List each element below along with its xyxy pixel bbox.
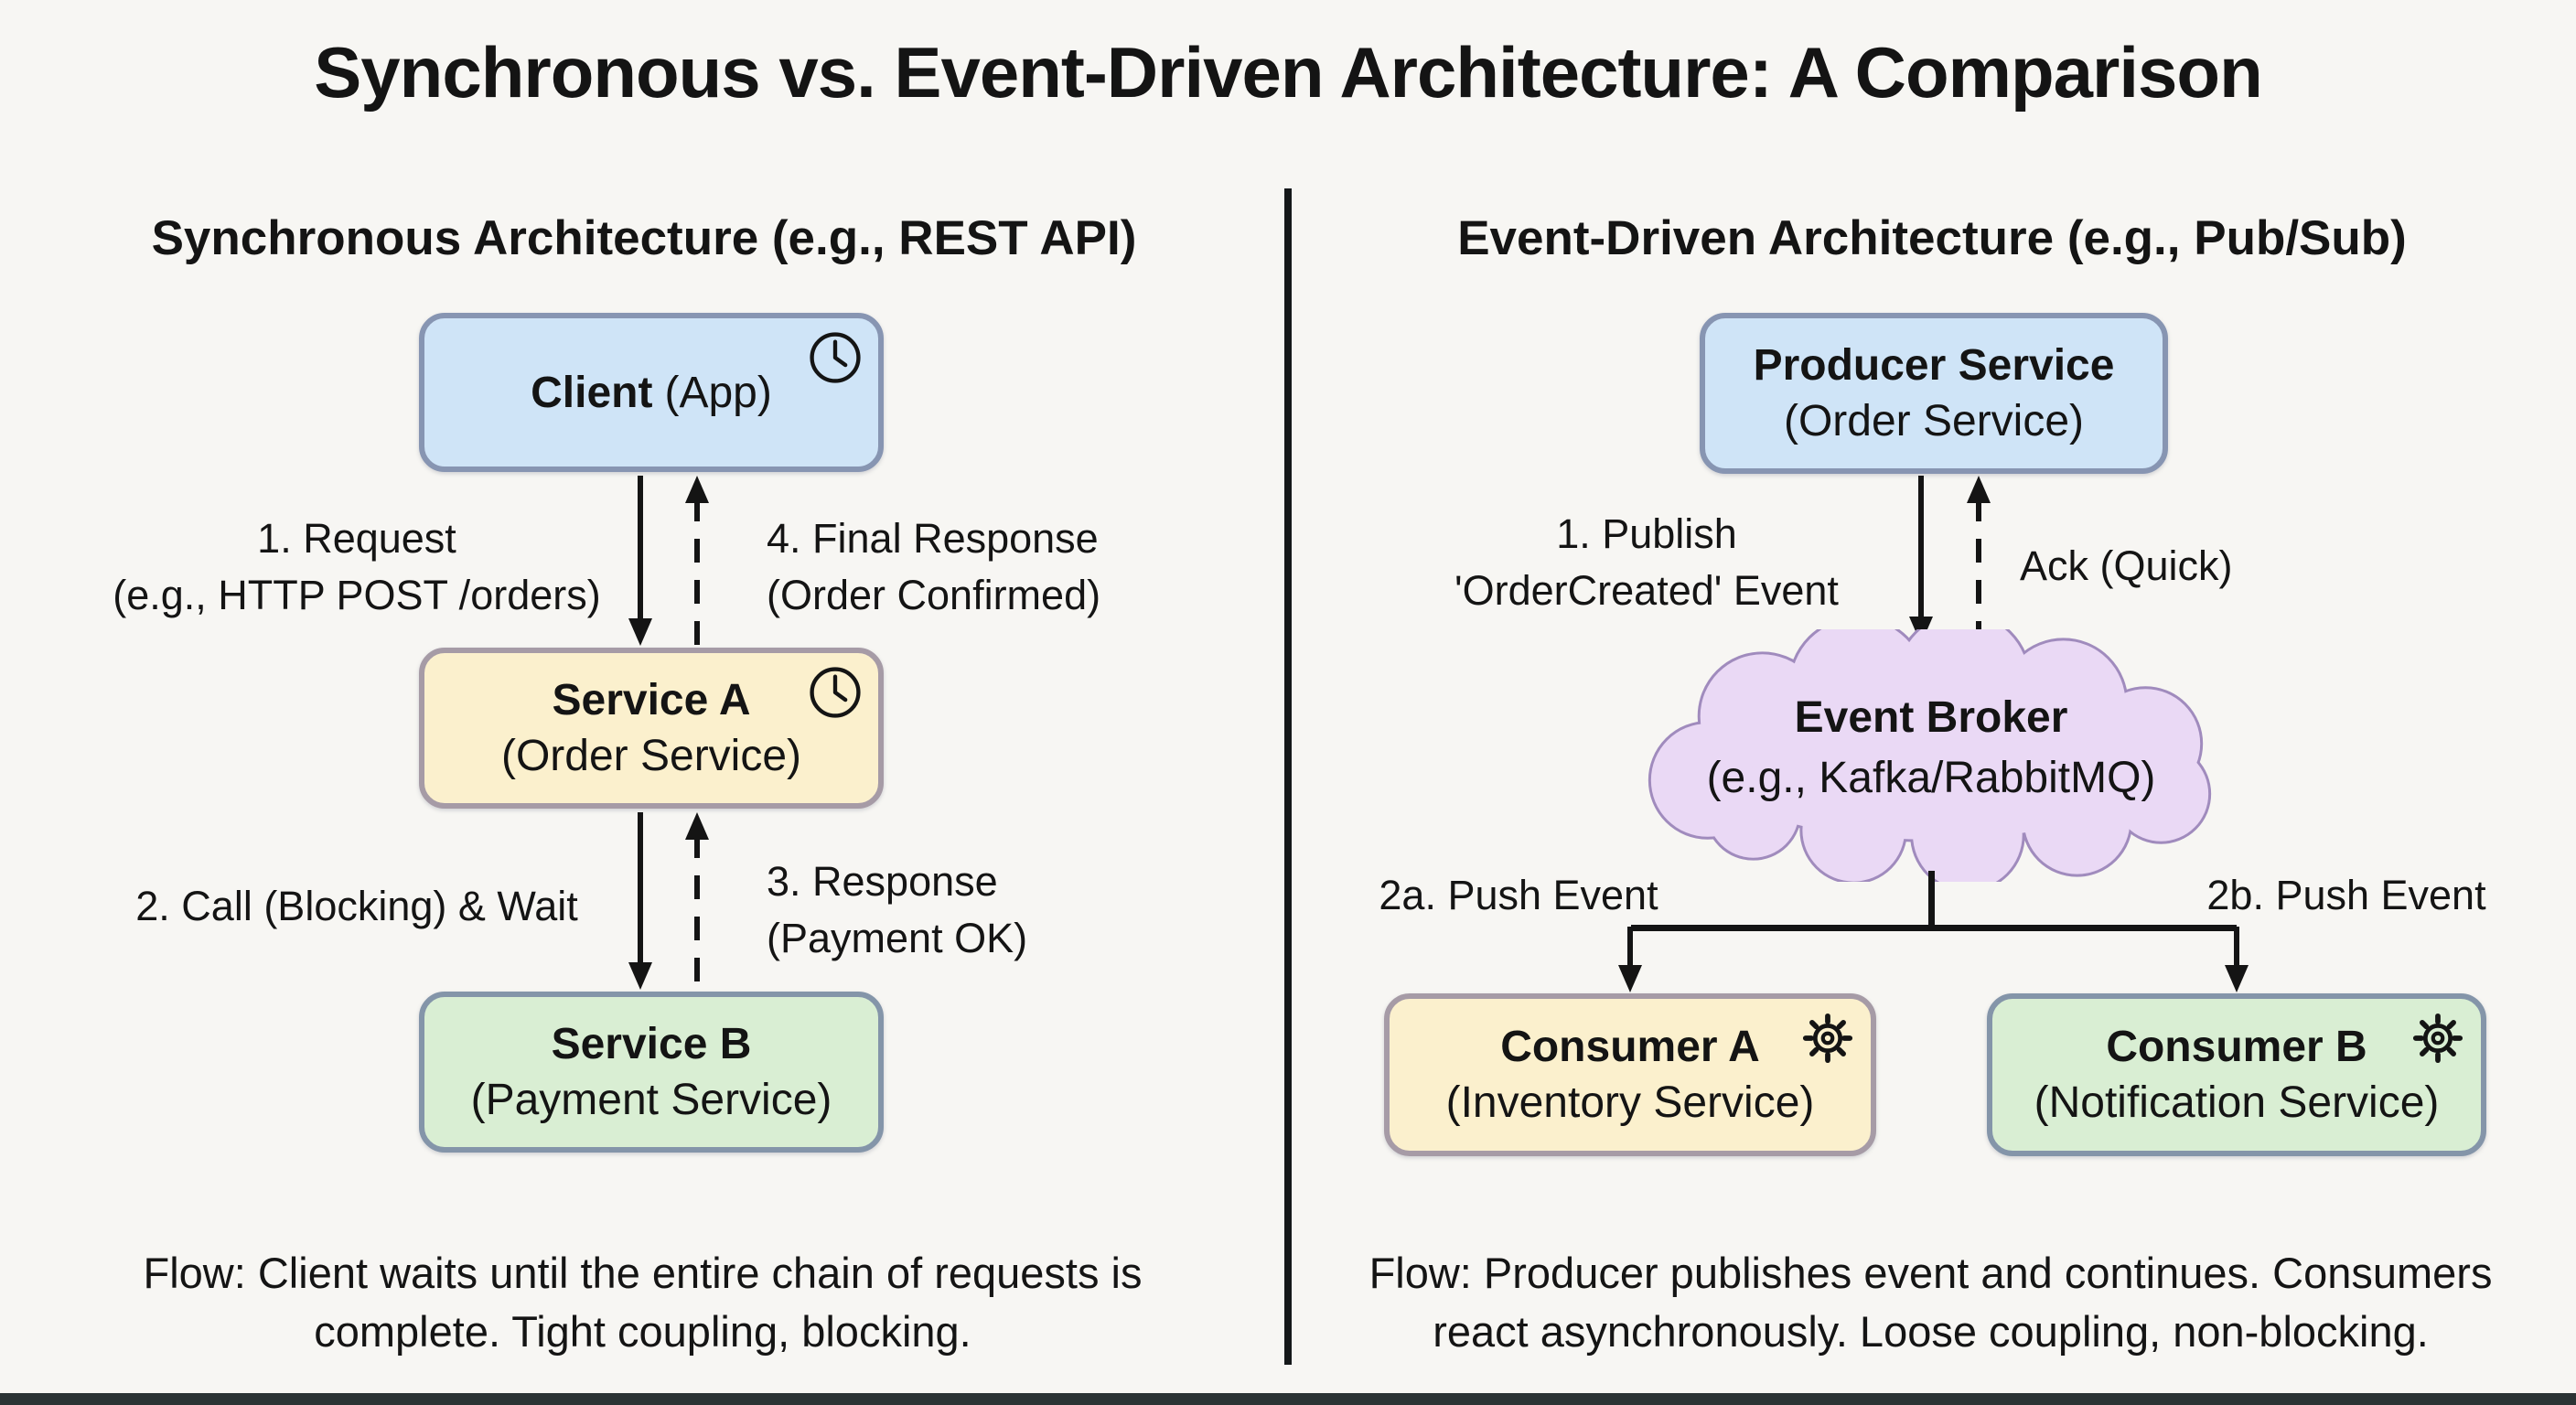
- consumer-b-node: Consumer B (Notification Service): [1987, 993, 2486, 1156]
- broker-branch-stem: [1928, 871, 1935, 931]
- client-node-label: Client(App): [531, 368, 772, 417]
- right-panel-heading: Event-Driven Architecture (e.g., Pub/Sub…: [1457, 211, 2407, 265]
- push-b-arrow: [2225, 927, 2249, 992]
- producer-node: Producer Service (Order Service): [1700, 313, 2168, 474]
- panel-divider: [1284, 188, 1292, 1365]
- publish-label: 1. Publish 'OrderCreated' Event: [1454, 510, 1839, 614]
- service-a-node-label: Service A (Order Service): [500, 676, 802, 780]
- call-label: 2. Call (Blocking) & Wait: [135, 883, 578, 929]
- clock-icon: [810, 667, 861, 718]
- ack-label: Ack (Quick): [2020, 542, 2233, 589]
- diagram-title: Synchronous vs. Event-Driven Architectur…: [314, 32, 2262, 113]
- final-response-label: 4. Final Response (Order Confirmed): [767, 515, 1101, 618]
- left-flow-note: Flow: Client waits until the entire chai…: [143, 1249, 1143, 1356]
- service-b-node-label: Service B (Payment Service): [470, 1020, 832, 1124]
- service-b-node: Service B (Payment Service): [419, 992, 884, 1153]
- client-node: Client(App): [419, 313, 884, 472]
- consumer-a-node: Consumer A (Inventory Service): [1384, 993, 1876, 1156]
- final-response-arrow: [685, 476, 709, 646]
- event-broker-cloud: [1648, 629, 2212, 882]
- consumer-a-node-label: Consumer A (Inventory Service): [1445, 1023, 1815, 1127]
- clock-icon: [810, 332, 861, 383]
- response-label: 3. Response (Payment OK): [767, 858, 1028, 961]
- consumer-b-node-label: Consumer B (Notification Service): [2034, 1023, 2440, 1127]
- broker-branch-bar: [1631, 925, 2237, 931]
- service-a-node: Service A (Order Service): [419, 648, 884, 809]
- push-a-label: 2a. Push Event: [1379, 872, 1658, 918]
- footer-bar: [0, 1393, 2576, 1405]
- gear-icon: [2412, 1013, 2463, 1064]
- call-arrow: [628, 812, 652, 990]
- request-arrow: [628, 476, 652, 646]
- ack-arrow: [1967, 476, 1991, 644]
- left-panel-heading: Synchronous Architecture (e.g., REST API…: [151, 211, 1137, 265]
- gear-icon: [1802, 1013, 1853, 1064]
- push-b-label: 2b. Push Event: [2206, 872, 2486, 918]
- push-a-arrow: [1618, 927, 1642, 992]
- response-arrow: [685, 812, 709, 990]
- right-flow-note: Flow: Producer publishes event and conti…: [1368, 1249, 2493, 1356]
- producer-node-label: Producer Service (Order Service): [1753, 341, 2115, 445]
- request-label: 1. Request (e.g., HTTP POST /orders): [113, 515, 601, 618]
- event-broker-label: Event Broker (e.g., Kafka/RabbitMQ): [1706, 693, 2156, 802]
